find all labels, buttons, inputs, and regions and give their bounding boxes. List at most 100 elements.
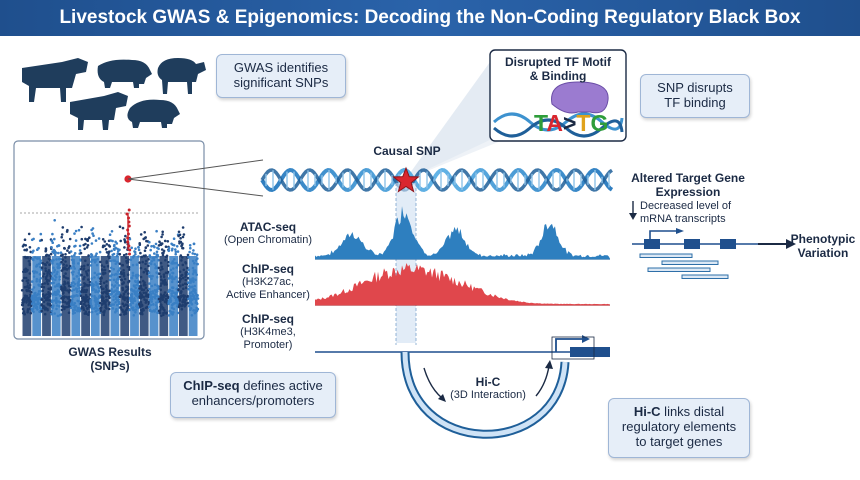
gwas-callout-line-2: significant SNPs bbox=[233, 75, 329, 90]
snp-dot bbox=[110, 230, 114, 233]
snp-dot bbox=[31, 251, 34, 254]
snp-dot bbox=[123, 239, 127, 243]
snp-dot bbox=[36, 248, 39, 251]
snp-dot bbox=[66, 249, 69, 252]
snp-dot bbox=[52, 248, 56, 252]
snp-dot bbox=[105, 243, 109, 246]
snp-dot bbox=[82, 243, 85, 247]
tf-callout-line-2: TF binding bbox=[664, 95, 726, 110]
significant-snp-dot bbox=[127, 208, 131, 212]
snp-dot bbox=[92, 234, 95, 237]
target-gene-model bbox=[632, 228, 758, 249]
motif-title-line-2: & Binding bbox=[529, 69, 587, 83]
hic-loop-inner bbox=[402, 351, 568, 437]
snp-dot bbox=[149, 248, 152, 252]
cow-icon bbox=[70, 92, 128, 130]
motif-title: Disrupted TF Motif & Binding bbox=[492, 55, 624, 83]
phenotype-line-1: Phenotypic bbox=[790, 232, 856, 246]
hic-arrow-left-icon bbox=[423, 367, 443, 399]
zoom-line-top bbox=[127, 159, 264, 180]
snp-dot bbox=[176, 250, 180, 253]
snp-dot bbox=[188, 250, 191, 254]
target-sub-line-1: Decreased level of bbox=[640, 200, 732, 212]
snp-dot bbox=[49, 252, 53, 256]
snp-dot bbox=[77, 228, 81, 232]
snp-dot bbox=[156, 246, 159, 250]
snp-dot bbox=[153, 245, 156, 249]
snp-dot bbox=[23, 238, 27, 241]
tf-callout: SNP disrupts TF binding bbox=[640, 74, 750, 118]
chip-k27-signal bbox=[315, 263, 610, 305]
snp-dot bbox=[80, 237, 84, 241]
hic-arrowhead-left-icon bbox=[438, 394, 446, 402]
gwas-callout: GWAS identifies significant SNPs bbox=[216, 54, 346, 98]
motif-sequence: TA>TG bbox=[534, 110, 608, 136]
snp-dot bbox=[73, 252, 77, 255]
snp-dot bbox=[167, 249, 171, 253]
snp-dot bbox=[67, 246, 70, 250]
pig-icon bbox=[127, 99, 180, 128]
promoter-box bbox=[551, 336, 595, 360]
snp-dot bbox=[144, 246, 148, 249]
chromosome-band bbox=[61, 256, 71, 336]
chromosome-band bbox=[71, 256, 81, 336]
cow-icon bbox=[22, 58, 88, 102]
pig-icon bbox=[97, 59, 152, 88]
chromosome-band bbox=[22, 256, 32, 336]
target-expression-title: Altered Target Gene Expression bbox=[618, 171, 758, 199]
snp-dot bbox=[65, 230, 69, 233]
mrna-transcripts bbox=[639, 253, 729, 279]
snp-dot bbox=[60, 233, 64, 236]
zoom-cone bbox=[405, 62, 490, 180]
snp-dot bbox=[192, 242, 196, 246]
snp-dot bbox=[86, 238, 90, 241]
chromosome-band bbox=[139, 256, 149, 336]
target-sub-line-2: mRNA transcripts bbox=[640, 213, 726, 225]
snp-dot bbox=[113, 248, 116, 251]
snp-dot bbox=[139, 251, 142, 255]
snp-dot bbox=[163, 239, 167, 243]
snp-dot bbox=[118, 248, 121, 252]
chip-k4-track-label: ChIP-seq (H3K4me3, Promoter) bbox=[210, 313, 326, 352]
snp-dot bbox=[143, 249, 147, 252]
snp-dot bbox=[74, 239, 78, 242]
snp-dot bbox=[118, 252, 122, 256]
snp-dot bbox=[116, 252, 119, 255]
snp-dot bbox=[139, 233, 143, 236]
snp-dot bbox=[188, 244, 192, 247]
snp-dot bbox=[53, 219, 56, 222]
atac-track-label: ATAC-seq (Open Chromatin) bbox=[210, 221, 326, 247]
snp-dot bbox=[107, 250, 111, 253]
snp-dot bbox=[146, 244, 150, 247]
snp-dot bbox=[160, 248, 164, 251]
tss-arrow-icon bbox=[555, 338, 582, 352]
snp-dot bbox=[130, 246, 133, 250]
snp-dot bbox=[119, 239, 122, 243]
snp-dot bbox=[73, 232, 76, 235]
snp-dot bbox=[164, 245, 168, 248]
snp-dot bbox=[54, 251, 58, 254]
snp-dot bbox=[186, 253, 190, 257]
significant-snp-dot bbox=[128, 248, 132, 252]
snp-dot bbox=[85, 246, 89, 249]
snp-dot bbox=[159, 243, 162, 246]
snp-dot bbox=[44, 247, 48, 250]
chromosome-band bbox=[120, 256, 130, 336]
hic-callout-line-2: regulatory elements bbox=[621, 419, 737, 434]
snp-dot bbox=[125, 253, 128, 256]
snp-dot bbox=[162, 249, 166, 253]
gwas-results-line-1: GWAS Results bbox=[68, 345, 152, 359]
snp-dot bbox=[32, 237, 35, 241]
atac-track-sub: (Open Chromatin) bbox=[223, 234, 313, 246]
snp-dot bbox=[103, 240, 107, 243]
snp-dot bbox=[138, 242, 141, 245]
snp-dot bbox=[137, 246, 140, 249]
snp-dot bbox=[171, 243, 174, 247]
significant-snp-dot bbox=[128, 252, 131, 256]
chip-k4-track-sub-2: Promoter) bbox=[243, 339, 293, 351]
snp-dot bbox=[57, 244, 60, 247]
snp-dot bbox=[134, 253, 137, 256]
snp-dot bbox=[175, 245, 179, 248]
snp-dot bbox=[193, 252, 197, 256]
snp-dot bbox=[39, 232, 43, 236]
